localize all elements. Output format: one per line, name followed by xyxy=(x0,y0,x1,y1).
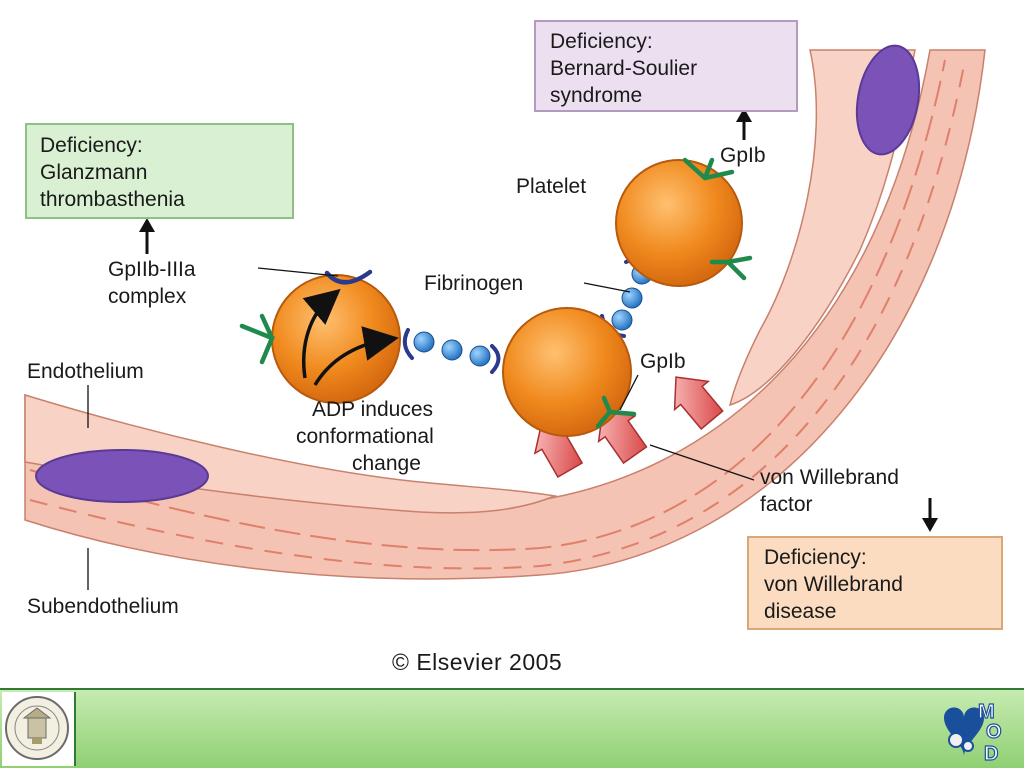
mod-logo: M O D xyxy=(934,696,1014,766)
label-gpib-top: GpIb xyxy=(720,144,766,167)
copyright-text: © Elsevier 2005 xyxy=(392,649,562,675)
label-fibrinogen: Fibrinogen xyxy=(424,272,523,295)
label-glanzmann-3: thrombasthenia xyxy=(40,188,185,211)
label-adp-3: change xyxy=(352,452,421,475)
gpib-receptor xyxy=(682,157,735,181)
adp-arrow xyxy=(302,288,341,379)
gpib-receptor xyxy=(709,255,753,281)
subendothelium-fiber xyxy=(29,59,966,570)
label-bernard-1: Deficiency: xyxy=(550,30,653,53)
leader-vwf xyxy=(649,444,755,481)
box-bernard-soulier xyxy=(534,20,798,112)
platelet-adhesion-diagram: Deficiency: Glanzmann thrombasthenia Def… xyxy=(24,20,1003,675)
leader-gpiib-iiia xyxy=(257,267,339,277)
label-subendothelium: Subendothelium xyxy=(27,595,179,618)
arrow-to-glanzmann xyxy=(139,218,155,254)
label-platelet: Platelet xyxy=(516,175,586,198)
platelet-top xyxy=(615,159,743,287)
adp-arrow xyxy=(313,326,399,386)
label-gpiib-iiia-1: GpIIb-IIIa xyxy=(108,258,196,281)
label-vwd-2: von Willebrand xyxy=(764,573,903,596)
label-gpib-mid: GpIb xyxy=(640,350,686,373)
label-vwd-1: Deficiency: xyxy=(764,546,867,569)
fibrinogen-chain-horizontal xyxy=(402,328,501,374)
university-seal-logo xyxy=(2,692,76,766)
mod-logo-letter-o: O xyxy=(986,721,1002,743)
leader-gpib-mid xyxy=(619,374,639,411)
box-von-willebrand-disease xyxy=(747,536,1003,630)
gpib-receptor xyxy=(239,313,275,365)
leader-fibrinogen xyxy=(583,282,631,293)
gpib-receptor xyxy=(595,395,637,429)
label-bernard-2: Bernard-Soulier xyxy=(550,57,697,80)
label-adp-1: ADP induces xyxy=(312,398,433,421)
endothelium-cell-left xyxy=(24,393,558,514)
label-glanzmann-2: Glanzmann xyxy=(40,161,147,184)
label-endothelium: Endothelium xyxy=(27,360,144,383)
label-bernard-3: syndrome xyxy=(550,84,642,107)
label-adp-2: conformational xyxy=(296,425,434,448)
vwf-arrow xyxy=(673,376,724,431)
box-glanzmann xyxy=(25,123,294,219)
arrow-to-bernard xyxy=(736,108,752,140)
footer-bar: M O D xyxy=(0,688,1024,768)
label-glanzmann-1: Deficiency: xyxy=(40,134,143,157)
mod-logo-letter-m: M xyxy=(978,701,995,723)
subendothelium-fiber xyxy=(29,59,946,552)
label-gpiib-iiia-2: complex xyxy=(108,285,187,308)
nucleus-right xyxy=(855,44,921,156)
label-vwd-3: disease xyxy=(764,600,836,623)
nucleus-left xyxy=(35,449,209,503)
platelet-middle xyxy=(502,307,632,437)
arrow-to-vwd xyxy=(922,498,938,532)
mod-logo-letter-d: D xyxy=(984,743,998,765)
label-vwf-2: factor xyxy=(760,493,813,516)
label-vwf-1: von Willebrand xyxy=(760,466,899,489)
